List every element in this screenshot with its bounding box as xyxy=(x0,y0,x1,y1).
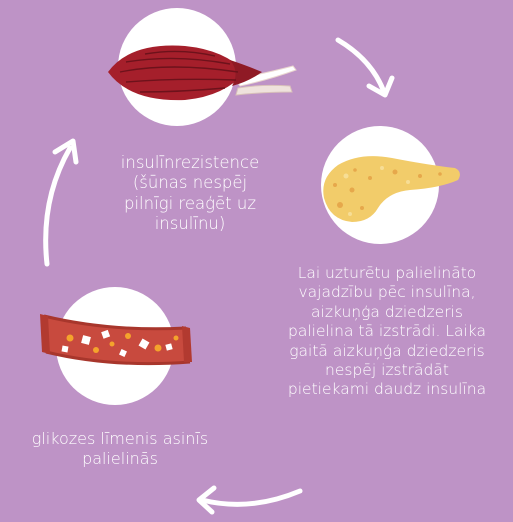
blood-label-line: palielinās xyxy=(82,448,158,468)
muscle-label-line: pilnīgi reaģēt uz xyxy=(124,193,256,213)
muscle-label-line: insulīnu) xyxy=(154,214,226,234)
pancreas-label-line: aizkuņģa dziedzeris xyxy=(311,302,463,321)
pancreas-label-line: pietiekami daudz insulīna xyxy=(287,380,487,399)
pancreas-label-line: gaitā aizkuņģa dziedzeris xyxy=(289,341,485,360)
pancreas-icon xyxy=(323,156,460,222)
pancreas-label-line: Lai uzturētu palielināto xyxy=(297,264,477,282)
blood-label-line: glikozes līmenis asinīs xyxy=(31,429,209,448)
muscle-label: insulīnrezistence (šūnas nespēj pilnīgi … xyxy=(100,153,280,235)
arrow-icon xyxy=(43,138,79,267)
arrow-icon xyxy=(196,485,303,515)
muscle-icon xyxy=(108,45,297,101)
pancreas-label: Lai uzturētu palielināto vajadzību pēc i… xyxy=(262,264,512,400)
pancreas-label-line: vajadzību pēc insulīna, xyxy=(298,283,476,302)
blood-label: glikozes līmenis asinīs palielinās xyxy=(4,429,236,469)
arrow-icon xyxy=(335,37,395,98)
pancreas-label-line: nespēj izstrādāt xyxy=(325,360,449,379)
pancreas-label-line: palielina tā izstrādi. Laika xyxy=(288,322,486,341)
muscle-label-line: insulīnrezistence xyxy=(120,153,260,172)
muscle-label-line: (šūnas nespēj xyxy=(132,173,248,193)
blood-vessel-icon xyxy=(40,314,192,366)
